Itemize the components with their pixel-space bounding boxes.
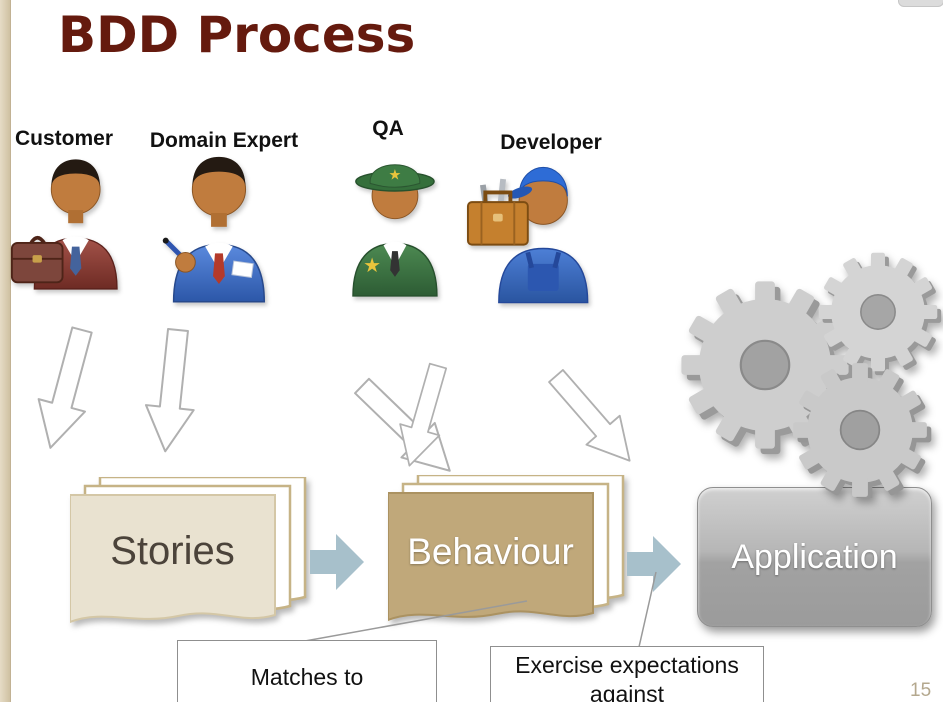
role-label-domain-expert: Domain Expert (149, 129, 299, 152)
slide-edge-strip (0, 0, 11, 702)
behaviour-label: Behaviour (407, 531, 574, 572)
qa-figure-svg: ★ ★ (352, 164, 438, 297)
stories-pages-svg (69, 475, 307, 624)
down-arrow-icon (344, 367, 468, 490)
down-arrow-icon (388, 359, 459, 473)
customer-icon (10, 150, 132, 296)
toolbox-icon (466, 178, 529, 246)
behaviour-pages-svg (387, 473, 625, 622)
developer-figure-svg (466, 166, 589, 304)
page-number: 15 (910, 680, 932, 701)
stories-document-stack: Stories (69, 475, 310, 642)
customer-figure-svg (10, 159, 118, 290)
application-box: Application (697, 487, 932, 627)
down-arrow-icon (538, 360, 648, 477)
callout-line-exercise (638, 571, 657, 648)
role-label-qa: QA (372, 117, 404, 140)
down-arrow-icon (26, 322, 107, 456)
qa-icon: ★ ★ (332, 150, 456, 303)
domain-expert-icon (146, 146, 284, 309)
gear-large (681, 281, 855, 455)
stories-label: Stories (110, 529, 235, 573)
flow-arrow-icon (627, 536, 681, 592)
down-arrow-icon (140, 326, 203, 455)
gear-top-right (818, 252, 942, 376)
gears-icon (681, 252, 942, 498)
flow-arrow-icon (310, 534, 364, 590)
callout-matches-to: Matches to (177, 640, 437, 702)
callout-exercise-expectations: Exercise expectations against (490, 646, 764, 702)
role-label-developer: Developer (500, 131, 602, 154)
briefcase-icon (10, 235, 64, 284)
sheriff-hat-icon: ★ (355, 164, 435, 192)
window-corner-artifact (898, 0, 943, 7)
application-label: Application (731, 537, 898, 576)
star-badge-icon: ★ (363, 253, 381, 277)
behaviour-document-stack: Behaviour (387, 473, 628, 640)
id-badge-icon (231, 260, 254, 278)
developer-icon (466, 150, 606, 309)
role-label-customer: Customer (14, 127, 114, 150)
domain-expert-figure-svg (162, 156, 266, 303)
gear-bottom-right (793, 363, 932, 498)
hat-star-icon: ★ (389, 168, 402, 184)
page-title: BDD Process (58, 6, 416, 64)
pen-icon (162, 237, 196, 273)
